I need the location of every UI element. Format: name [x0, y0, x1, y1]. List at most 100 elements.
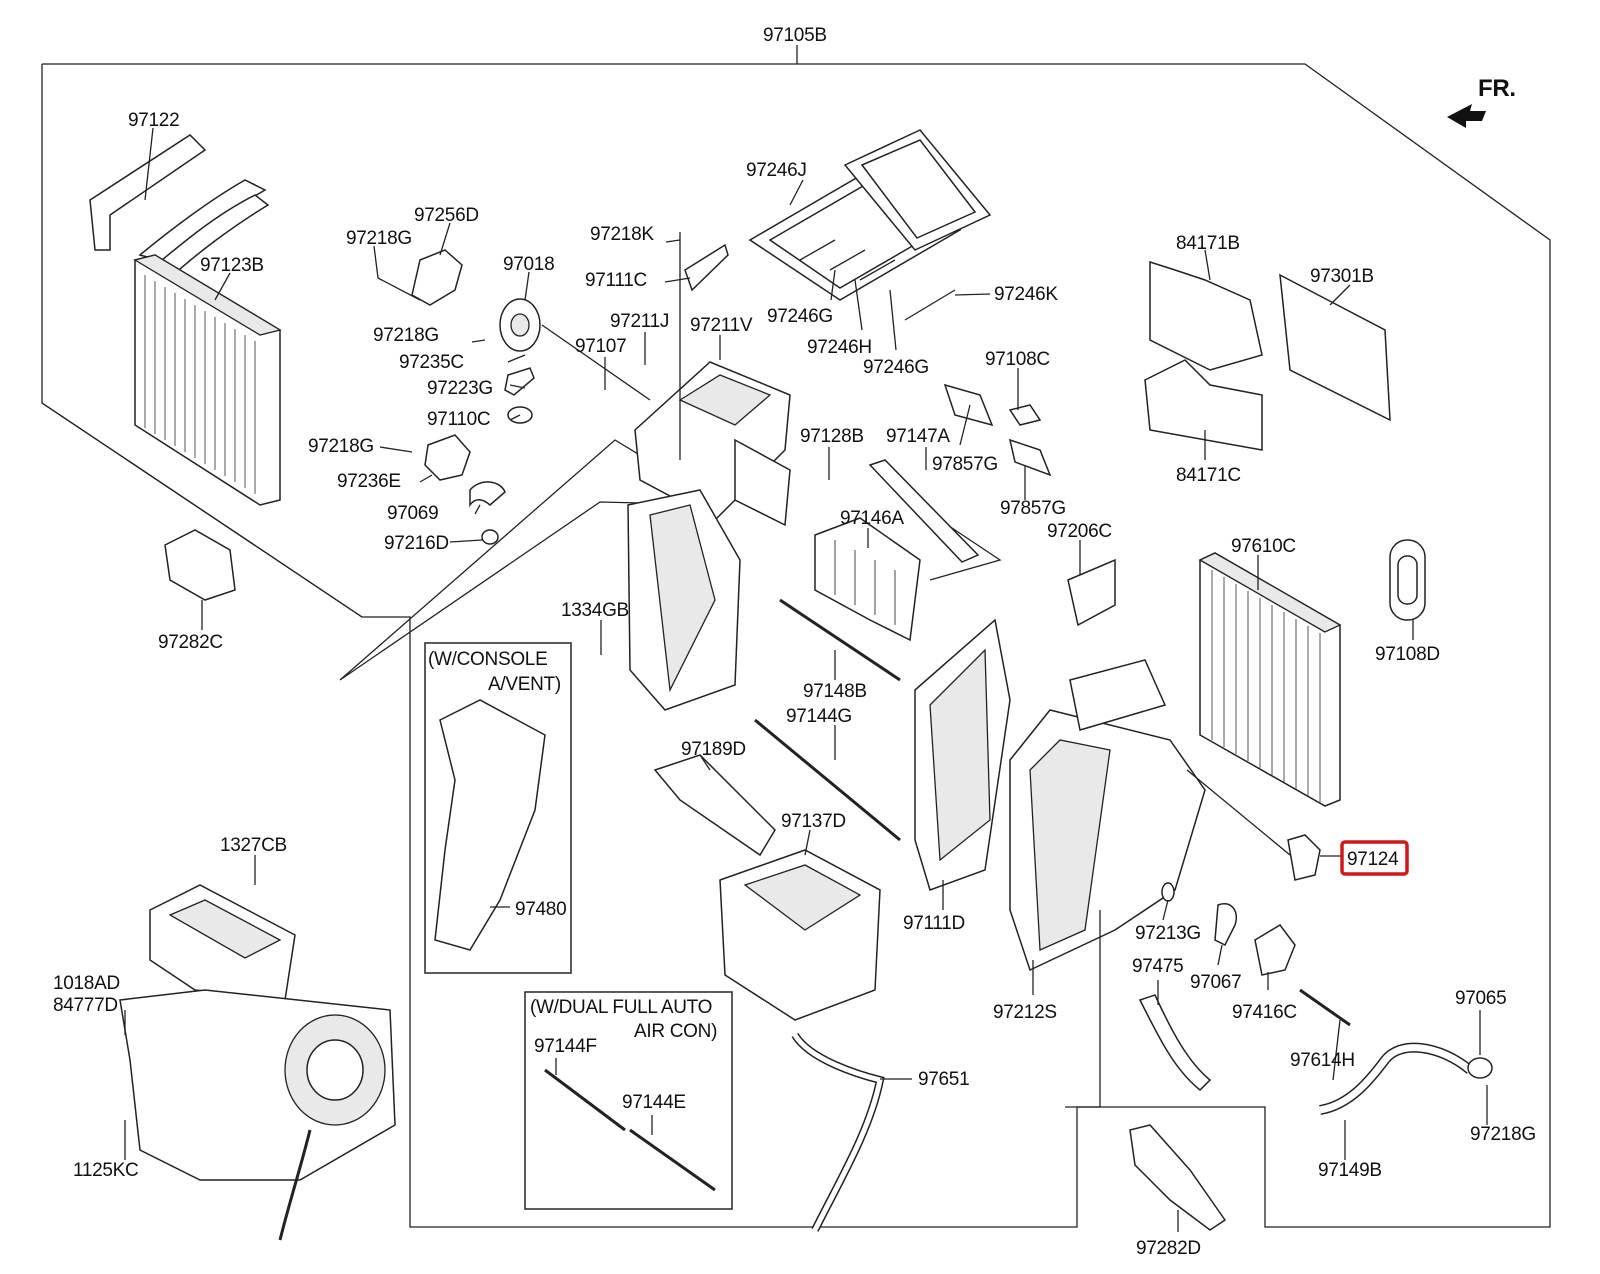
- part-label-97246G-b: 97246G: [863, 357, 929, 378]
- part-label-97147A: 97147A: [886, 426, 950, 447]
- part-label-97211V: 97211V: [690, 315, 753, 336]
- lever-97223G: [504, 367, 535, 396]
- part-label-97236E: 97236E: [337, 471, 401, 492]
- evaporator-97610C: [1198, 552, 1342, 807]
- front-arrow-icon: [1447, 104, 1486, 128]
- part-label-97137D: 97137D: [781, 811, 846, 832]
- part-label-97218K: 97218K: [590, 224, 654, 245]
- part-label-97216D: 97216D: [384, 533, 449, 554]
- part-label-97614H: 97614H: [1290, 1050, 1355, 1071]
- pad-97301B: [1279, 273, 1391, 422]
- part-label-97610C: 97610C: [1231, 536, 1296, 557]
- part-label-97144F: 97144F: [534, 1036, 597, 1057]
- part-label-97246H: 97246H: [807, 337, 872, 358]
- part-label-97065: 97065: [1455, 988, 1506, 1009]
- part-label-97107: 97107: [575, 336, 626, 357]
- inset-dual-line2: AIR CON): [634, 1021, 717, 1042]
- insulator-84171C: [1144, 359, 1263, 451]
- direction-label: FR.: [1478, 75, 1516, 102]
- part-label-97218G-c: 97218G: [308, 436, 374, 457]
- part-label-97128B: 97128B: [800, 426, 864, 447]
- part-label-97108C: 97108C: [985, 349, 1050, 370]
- part-label-97111D: 97111D: [903, 913, 965, 934]
- pad-97857G-lower: [1008, 438, 1052, 477]
- part-label-97124: 97124: [1347, 849, 1399, 870]
- part-label-97256D: 97256D: [414, 205, 479, 226]
- rod-97144E: [629, 1128, 716, 1192]
- part-label-97149B: 97149B: [1318, 1160, 1382, 1181]
- grommet-97216D: [481, 529, 499, 545]
- part-label-97069: 97069: [387, 503, 438, 524]
- case-left: [627, 489, 1011, 891]
- part-label-1327CB: 1327CB: [220, 835, 287, 856]
- front-direction-indicator: FR.: [1447, 75, 1516, 128]
- door-97146A: [814, 517, 921, 642]
- part-label-84777D: 84777D: [53, 995, 118, 1016]
- part-label-97223G: 97223G: [427, 378, 493, 399]
- rod-97148B: [779, 598, 901, 682]
- hvac-assembly-complete: [119, 884, 396, 1241]
- part-label-97189D: 97189D: [681, 739, 746, 760]
- bracket-97206C: [1067, 558, 1116, 627]
- part-label-1334GB: 1334GB: [561, 600, 629, 621]
- part-label-97246G-a: 97246G: [767, 306, 833, 327]
- part-label-97148B: 97148B: [803, 681, 867, 702]
- part-label-97111C: 97111C: [585, 270, 647, 291]
- rod-97144F: [544, 1068, 626, 1132]
- inset-dual: (W/DUAL FULL AUTO AIR CON): [524, 991, 733, 1210]
- assembly-outline: [41, 45, 1551, 1228]
- part-label-97218G-d: 97218G: [1470, 1124, 1536, 1145]
- part-label-97282D: 97282D: [1136, 1238, 1201, 1259]
- part-label-97282C: 97282C: [158, 632, 223, 653]
- sensor-97124: [1287, 834, 1321, 881]
- fitting-97065: [1467, 1057, 1493, 1079]
- actuator-97416C: [1254, 924, 1296, 976]
- highlight-box-97124: [1340, 840, 1409, 876]
- actuator-97236E: [424, 434, 471, 481]
- part-label-97212S: 97212S: [993, 1002, 1057, 1023]
- duct-97282C: [164, 529, 236, 601]
- clip-97069: [469, 481, 506, 508]
- screw-97614H: [1299, 988, 1351, 1027]
- hose-97475: [1138, 994, 1212, 1092]
- part-label-97475: 97475: [1132, 956, 1183, 977]
- part-label-97857G-b: 97857G: [1000, 498, 1066, 519]
- part-label-97416C: 97416C: [1232, 1002, 1297, 1023]
- leader-lines: [124, 127, 1488, 1232]
- case-right: [1009, 659, 1206, 972]
- part-label-97144E: 97144E: [622, 1092, 686, 1113]
- part-labels: 97105B 97122 97123B 97218G 97256D 97018 …: [53, 25, 1536, 1259]
- part-label-97206C: 97206C: [1047, 521, 1112, 542]
- clamp-97213G: [1161, 882, 1175, 902]
- part-label-1125KC: 1125KC: [73, 1160, 138, 1181]
- insulator-84171B: [1149, 260, 1263, 371]
- part-label-97146A: 97146A: [840, 508, 904, 529]
- part-label-97301B: 97301B: [1310, 266, 1374, 287]
- part-label-97480: 97480: [515, 899, 566, 920]
- part-label-97651: 97651: [918, 1069, 969, 1090]
- part-label-97105B: 97105B: [763, 25, 827, 46]
- inset-dual-line1: (W/DUAL FULL AUTO: [530, 997, 712, 1018]
- heater-core-97123B: [133, 254, 282, 506]
- parts-artwork: [89, 129, 1493, 1241]
- inset-console: (W/CONSOLE A/VENT): [424, 642, 572, 974]
- part-label-97018: 97018: [503, 254, 554, 275]
- bracket-97111C: [684, 243, 729, 292]
- part-label-97123B: 97123B: [200, 255, 264, 276]
- part-label-97246J: 97246J: [746, 160, 807, 181]
- part-label-97067: 97067: [1190, 972, 1241, 993]
- seal-set-97246: [748, 129, 992, 321]
- duct-97282D: [1129, 1124, 1227, 1231]
- door-97147A: [868, 459, 980, 563]
- vent-duct-97480: [434, 699, 546, 951]
- inset-console-line2: A/VENT): [488, 674, 561, 695]
- gasket-97108D-inner: [1397, 555, 1418, 605]
- part-label-97144G: 97144G: [786, 706, 852, 727]
- part-label-84171C: 84171C: [1176, 465, 1241, 486]
- part-label-97218G-b: 97218G: [373, 325, 439, 346]
- part-label-84171B: 84171B: [1176, 233, 1240, 254]
- part-label-97211J: 97211J: [610, 311, 669, 332]
- part-label-97108D: 97108D: [1375, 644, 1440, 665]
- tray-97189D: [653, 754, 776, 857]
